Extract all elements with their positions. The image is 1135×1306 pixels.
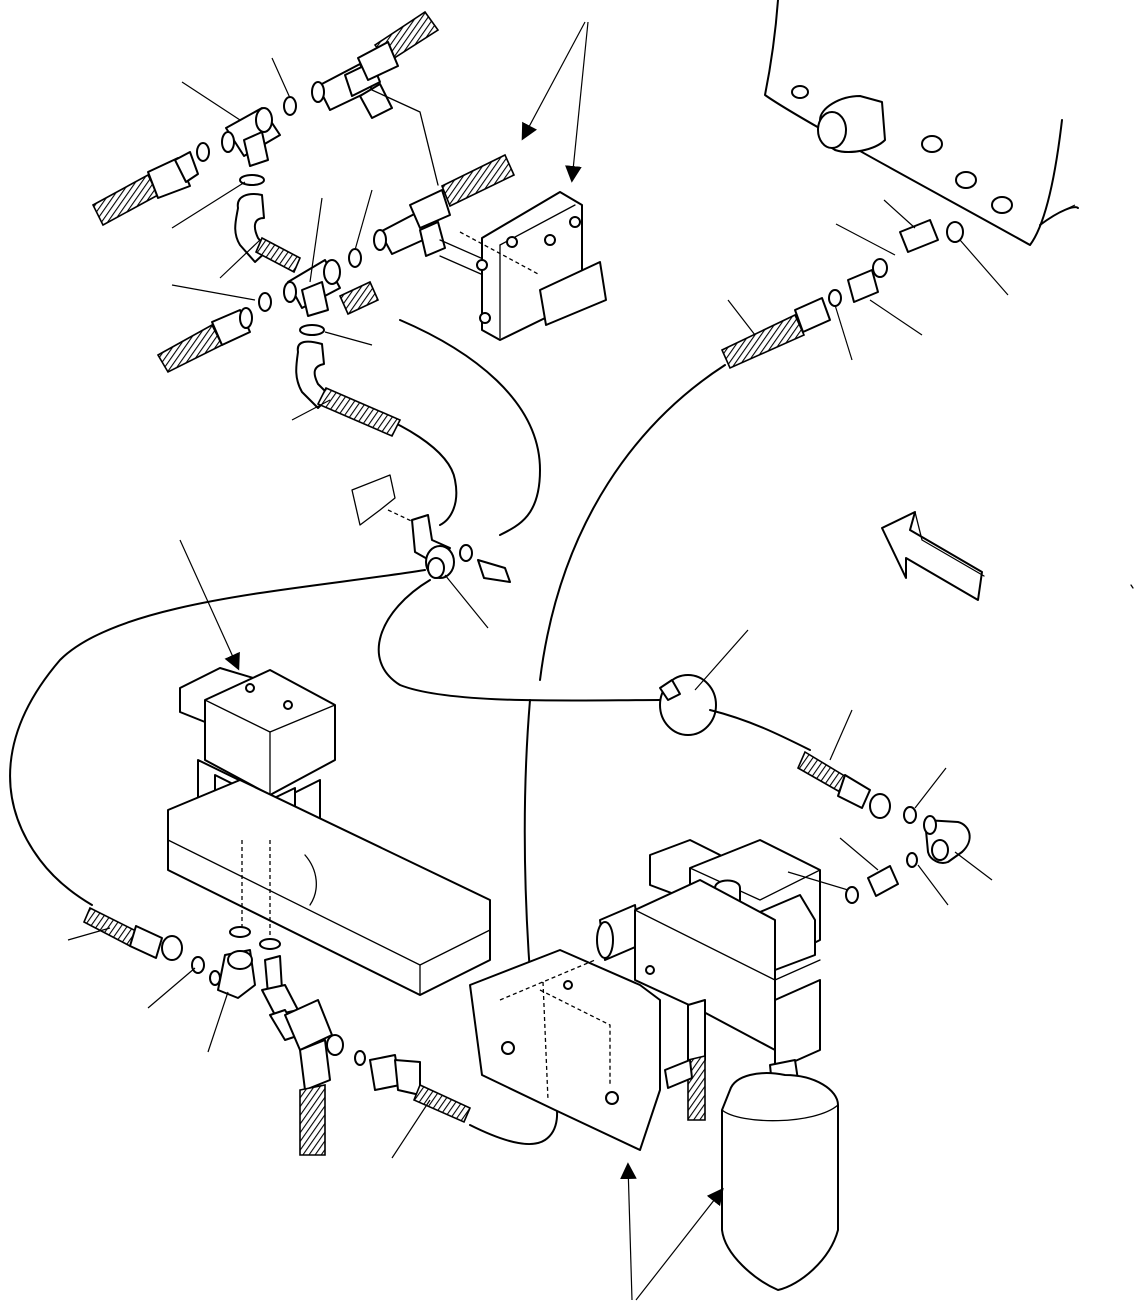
clamp-icon (660, 675, 716, 735)
pointer-arrow (636, 1187, 724, 1300)
front-arrow-icon (882, 512, 984, 600)
o-ring-icon (284, 97, 296, 115)
pointer-arrow (521, 22, 585, 141)
edge-mark (1131, 585, 1133, 588)
elbow-fitting-icon (924, 816, 970, 863)
hose-icon (93, 175, 158, 225)
o-ring-icon (300, 325, 324, 335)
hose-icon (84, 908, 138, 946)
pilot-block (168, 780, 490, 995)
pointer-arrow (180, 540, 240, 671)
tee-fitting-icon (222, 108, 280, 166)
o-ring-icon (240, 175, 264, 185)
accumulator-icon (722, 1060, 838, 1290)
o-ring-icon (259, 293, 271, 311)
lower-left-fittings (84, 908, 470, 1155)
pointer-arrow (620, 1162, 637, 1300)
elbow-fitting-icon (210, 950, 255, 998)
elbow-fitting-icon (235, 194, 300, 272)
hose-icon (414, 1085, 470, 1122)
mounting-bracket (470, 950, 660, 1150)
right-fitting-chain (798, 752, 970, 903)
pointer-arrows (180, 22, 724, 1300)
hose-icon (722, 315, 804, 368)
hose-clamp-bracket (352, 475, 510, 582)
mounting-plate (460, 192, 606, 340)
tee-fitting-icon (284, 260, 340, 316)
valve-icon (597, 840, 820, 1120)
o-ring-icon (349, 249, 361, 267)
pointer-arrow (565, 22, 588, 183)
callout-lines (68, 58, 1075, 1158)
right-panel (722, 0, 1078, 368)
upper-tee-assembly (93, 12, 540, 436)
